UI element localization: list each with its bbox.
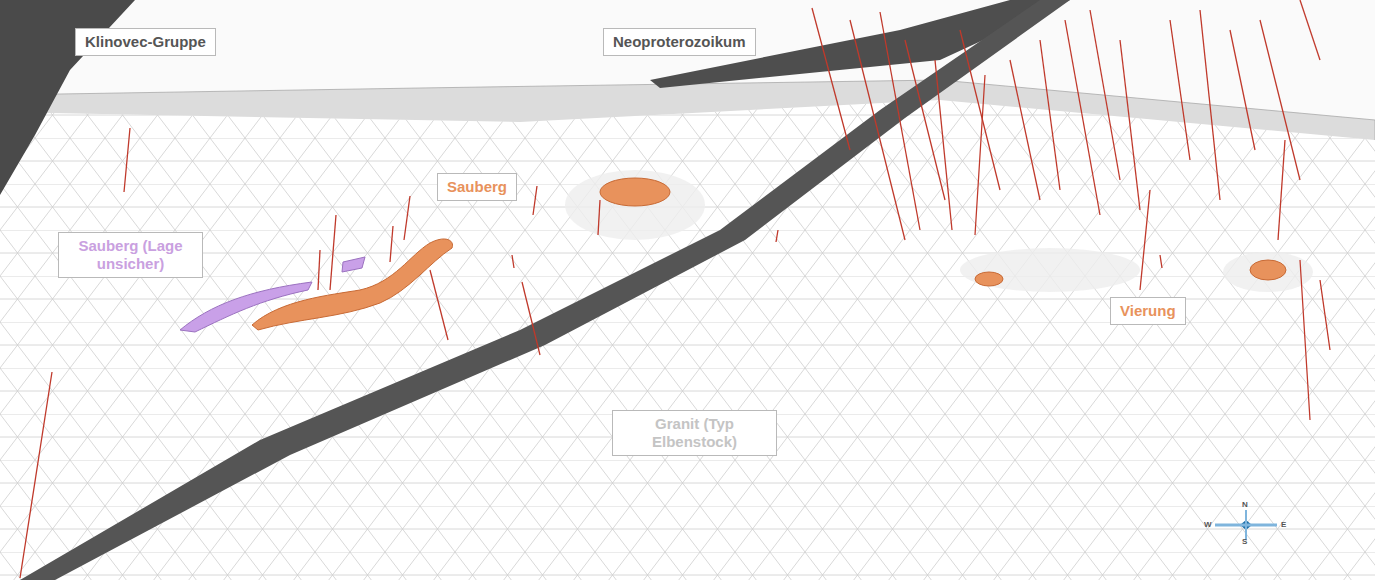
unit-label: Neoproterozoikum (603, 28, 756, 56)
compass-rose (1215, 510, 1277, 540)
label-text: Vierung (1120, 302, 1176, 320)
dike-band (20, 0, 1070, 580)
unit-label: Granit (Typ Elbenstock) (612, 410, 777, 456)
compass-letter: W (1204, 520, 1212, 529)
uncertain-orebody (180, 282, 312, 332)
sauberg-orebody (600, 178, 670, 206)
sauberg-orebody (252, 239, 453, 330)
label-text: Granit (Typ Elbenstock) (622, 415, 767, 451)
vierung-orebody (975, 272, 1003, 286)
unit-label: Klinovec-Gruppe (75, 28, 216, 56)
label-text: Sauberg (447, 178, 507, 196)
drillholes (20, 0, 1330, 578)
uncertain-orebody (342, 257, 365, 272)
orebody-label: Vierung (1110, 297, 1186, 325)
orebody-label: Sauberg (437, 173, 517, 201)
granite-mesh (0, 100, 1375, 580)
orebody-label: Sauberg (Lage unsicher) (58, 232, 203, 278)
label-text: Sauberg (Lage unsicher) (68, 237, 193, 273)
granite-dome (565, 170, 705, 240)
granite-surface (0, 100, 1375, 580)
label-text: Neoproterozoikum (613, 33, 746, 51)
granite-dome (1223, 252, 1313, 292)
compass-letter: N (1242, 500, 1248, 509)
compass-letter: S (1242, 537, 1247, 546)
compass-letter: E (1281, 520, 1286, 529)
label-text: Klinovec-Gruppe (85, 33, 206, 51)
vierung-orebody (1250, 260, 1286, 280)
granite-dome (960, 248, 1140, 292)
